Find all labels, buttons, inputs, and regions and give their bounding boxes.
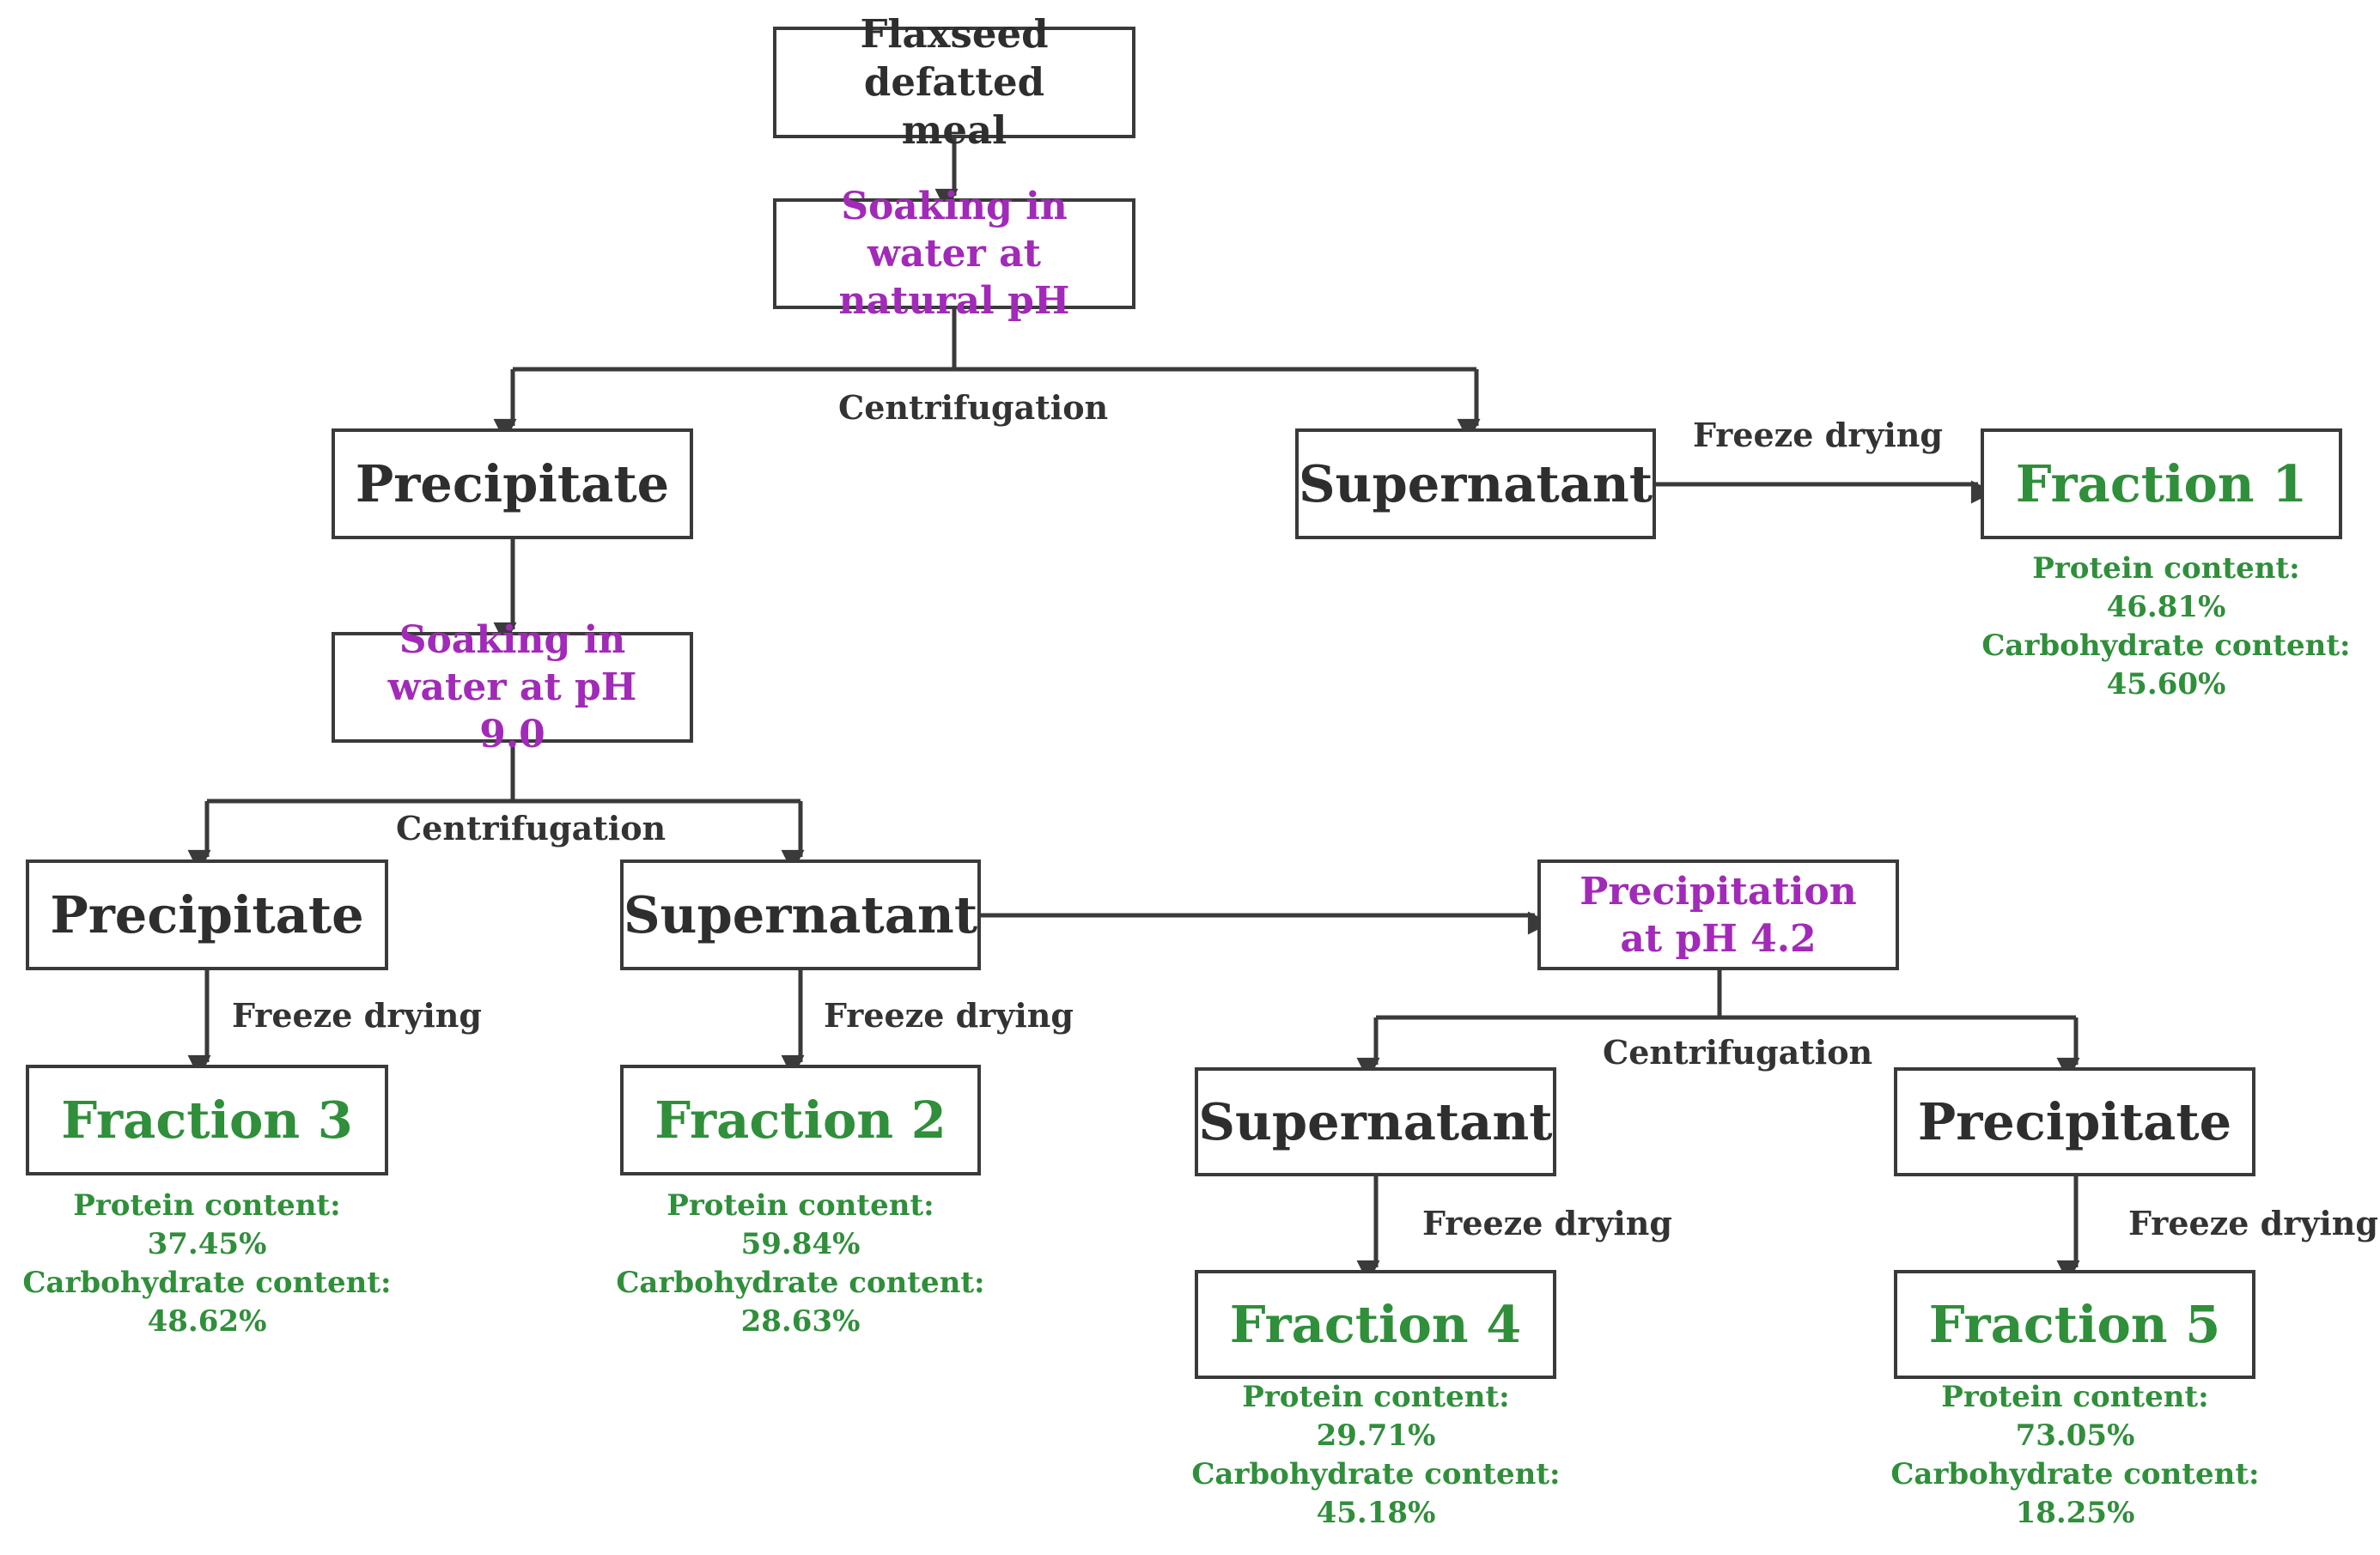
supernatant-1-node: Supernatant [1295, 428, 1656, 539]
supernatant-1-label: Supernatant [1298, 453, 1653, 513]
carb-label: Carbohydrate content: [1191, 1457, 1561, 1491]
supernatant-3-node: Supernatant [1195, 1067, 1556, 1176]
fraction-4-stats: Protein content: 29.71% Carbohydrate con… [1187, 1378, 1565, 1533]
fraction-5-node: Fraction 5 [1894, 1270, 2255, 1379]
centrifugation-label-2: Centrifugation [396, 809, 667, 847]
freeze-drying-label-4: Freeze drying [1422, 1204, 1672, 1242]
protein-value: 59.84% [740, 1227, 861, 1261]
carb-value: 45.60% [2106, 667, 2226, 702]
precipitate-3-node: Precipitate [1894, 1067, 2255, 1176]
freeze-drying-label-5: Freeze drying [2128, 1204, 2378, 1242]
carb-label: Carbohydrate content: [616, 1266, 985, 1300]
fraction-3-node: Fraction 3 [26, 1065, 388, 1175]
soak-ph9-label: Soaking in water at pH 9.0 [387, 618, 637, 756]
start-node-label: Flaxseed defatted meal [860, 10, 1049, 154]
fraction-2-stats: Protein content: 59.84% Carbohydrate con… [612, 1187, 989, 1341]
start-node: Flaxseed defatted meal [773, 11, 1135, 153]
supernatant-2-label: Supernatant [623, 884, 978, 945]
fraction-2-label: Fraction 2 [654, 1090, 947, 1150]
precipitate-1-node: Precipitate [332, 428, 693, 539]
soak-ph9-node: Soaking in water at pH 9.0 [332, 618, 693, 756]
soak-natural-node: Soaking in water at natural pH [773, 185, 1135, 323]
protein-value: 37.45% [147, 1227, 267, 1261]
freeze-drying-label-3: Freeze drying [232, 996, 482, 1035]
protein-value: 29.71% [1316, 1418, 1436, 1453]
carb-value: 18.25% [2015, 1496, 2135, 1530]
carb-label: Carbohydrate content: [1890, 1457, 2260, 1491]
centrifugation-label-1: Centrifugation [838, 388, 1109, 427]
supernatant-3-label: Supernatant [1198, 1091, 1553, 1151]
fraction-2-node: Fraction 2 [620, 1065, 981, 1175]
freeze-drying-label-1: Freeze drying [1693, 416, 1943, 454]
fraction-5-stats: Protein content: 73.05% Carbohydrate con… [1886, 1378, 2264, 1533]
precipitate-2-label: Precipitate [50, 884, 364, 945]
freeze-drying-label-2: Freeze drying [824, 996, 1074, 1035]
precipitate-3-label: Precipitate [1917, 1091, 2232, 1151]
carb-label: Carbohydrate content: [1981, 629, 2351, 663]
protein-label: Protein content: [1941, 1380, 2209, 1414]
precipitate-2-node: Precipitate [26, 860, 388, 970]
precipitate-1-label: Precipitate [355, 453, 670, 513]
precip-ph42-label: Precipitation at pH 4.2 [1580, 869, 1857, 961]
fraction-1-node: Fraction 1 [1981, 428, 2342, 539]
protein-value: 73.05% [2015, 1418, 2135, 1453]
fraction-4-node: Fraction 4 [1195, 1270, 1556, 1379]
protein-label: Protein content: [2032, 551, 2300, 586]
fraction-3-label: Fraction 3 [61, 1090, 353, 1150]
centrifugation-label-3: Centrifugation [1603, 1033, 1873, 1072]
protein-label: Protein content: [1242, 1380, 1510, 1414]
carb-label: Carbohydrate content: [22, 1266, 392, 1300]
carb-value: 28.63% [740, 1304, 861, 1339]
fraction-1-label: Fraction 1 [2015, 453, 2308, 513]
fraction-1-stats: Protein content: 46.81% Carbohydrate con… [1977, 550, 2355, 704]
carb-value: 48.62% [147, 1304, 267, 1339]
fraction-3-stats: Protein content: 37.45% Carbohydrate con… [18, 1187, 396, 1341]
soak-natural-label: Soaking in water at natural pH [838, 185, 1070, 323]
protein-label: Protein content: [73, 1188, 341, 1223]
fraction-5-label: Fraction 5 [1928, 1294, 2221, 1354]
protein-label: Protein content: [667, 1188, 934, 1223]
protein-value: 46.81% [2106, 590, 2226, 624]
carb-value: 45.18% [1316, 1496, 1436, 1530]
precip-ph42-node: Precipitation at pH 4.2 [1537, 860, 1899, 970]
fraction-4-label: Fraction 4 [1229, 1294, 1522, 1354]
supernatant-2-node: Supernatant [620, 860, 981, 970]
